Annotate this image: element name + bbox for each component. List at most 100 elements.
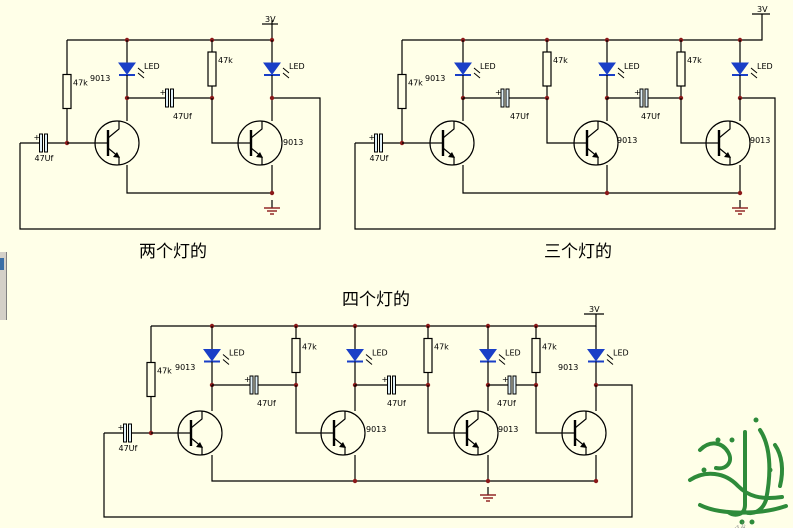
supply-rail xyxy=(67,20,273,41)
led-label: LED xyxy=(229,349,245,358)
watermark-stroke xyxy=(773,443,785,488)
capacitor-plus-sign: + xyxy=(244,375,251,384)
capacitor-plus-sign: + xyxy=(382,375,389,384)
led-label: LED xyxy=(289,62,305,71)
transistor-part-label: 9013 xyxy=(425,74,445,83)
resistor-value-label: 47k xyxy=(408,79,423,88)
capacitor-value-label: 47Uf xyxy=(35,154,54,163)
transistor-emitter-arrow xyxy=(256,152,263,158)
two-lamp-caption: 两个灯的 xyxy=(139,242,207,262)
base-wire xyxy=(427,385,454,434)
watermark-stroke xyxy=(726,430,747,517)
led-triangle xyxy=(479,349,497,362)
junction-dot xyxy=(352,478,358,484)
transistor-part-label: 9013 xyxy=(175,363,195,372)
transistor-collector xyxy=(586,121,599,139)
led-arrow xyxy=(617,72,625,79)
capacitor-plate xyxy=(505,88,510,108)
capacitor-value-label: 47Uf xyxy=(497,399,516,408)
capacitor-value-label: 47Uf xyxy=(387,399,406,408)
capacitor-plus-sign: + xyxy=(34,133,41,142)
capacitor-plate xyxy=(392,375,396,395)
transistor-part-label: 9013 xyxy=(283,138,303,147)
led-arrow xyxy=(617,67,625,74)
resistor xyxy=(423,337,433,374)
junction-dot xyxy=(604,190,610,196)
transistor-collector xyxy=(574,411,587,429)
resistor-value-label: 47k xyxy=(302,343,317,352)
led-triangle xyxy=(454,62,472,75)
led-label: LED xyxy=(624,62,640,71)
led-arrow xyxy=(750,67,758,74)
led-triangle xyxy=(598,62,616,75)
resistor-value-label: 47k xyxy=(553,56,568,65)
transistor-emitter-arrow xyxy=(724,152,731,158)
capacitor-plate xyxy=(500,88,505,108)
transistor-part-label: 9013 xyxy=(617,136,637,145)
led-arrow xyxy=(498,354,506,360)
resistor-value-label: 47k xyxy=(157,367,172,376)
capacitor-value-label: 47Uf xyxy=(370,154,389,163)
base-wire xyxy=(295,385,321,434)
watermark-dot xyxy=(749,519,755,525)
resistor xyxy=(207,51,217,87)
led-label: LED xyxy=(144,62,160,71)
led-triangle xyxy=(731,62,749,75)
junction-dot xyxy=(269,190,275,196)
watermark-stroke xyxy=(698,441,733,471)
led-arrow xyxy=(137,67,145,74)
watermark-dot xyxy=(753,417,759,423)
resistor xyxy=(542,51,552,87)
watermark-dot xyxy=(739,519,745,525)
transistor-collector xyxy=(442,121,455,139)
led-label: LED xyxy=(613,349,629,358)
transistor-collector xyxy=(466,411,479,429)
supply-rail xyxy=(151,314,597,327)
emitter-wire xyxy=(211,455,597,482)
transistor-part-label: 9013 xyxy=(558,363,578,372)
watermark-dot xyxy=(701,467,707,473)
supply-rail xyxy=(402,14,763,41)
capacitor-value-label: 47Uf xyxy=(173,112,192,121)
capacitor-plus-sign: + xyxy=(118,423,125,432)
left-window-edge xyxy=(0,252,7,320)
led-label: LED xyxy=(757,62,773,71)
transistor-collector xyxy=(333,411,346,429)
watermark-stroke xyxy=(743,428,772,516)
led-label: LED xyxy=(372,349,388,358)
junction-dot xyxy=(485,478,491,484)
led-arrow xyxy=(282,67,290,74)
capacitor-plate xyxy=(379,133,383,153)
led-triangle xyxy=(118,62,136,75)
watermark-stroke xyxy=(688,471,784,500)
transistor-emitter-arrow xyxy=(592,152,599,158)
junction-dot xyxy=(269,95,275,101)
base-wire xyxy=(535,385,562,434)
led-arrow xyxy=(222,354,230,360)
led-triangle xyxy=(587,349,605,362)
transistor-part-label: 9013 xyxy=(90,74,110,83)
capacitor-plus-sign: + xyxy=(369,133,376,142)
watermark-dot xyxy=(767,467,773,473)
transistor-emitter-arrow xyxy=(448,152,455,158)
led-arrow xyxy=(473,72,481,79)
transistor-collector xyxy=(190,411,203,429)
capacitor-plate xyxy=(128,423,132,443)
capacitor-plate xyxy=(512,375,517,395)
led-arrow xyxy=(365,359,373,365)
watermark-logo: ثأري xyxy=(688,417,788,528)
capacitor-plus-sign: + xyxy=(502,375,509,384)
capacitor-plus-sign: + xyxy=(634,88,641,97)
transistor-part-label: 9013 xyxy=(366,425,386,434)
feedback-wire xyxy=(19,97,321,230)
resistor xyxy=(146,361,156,398)
transistor-emitter-arrow xyxy=(580,442,587,448)
emitter-wire xyxy=(462,165,741,194)
capacitor-plus-sign: + xyxy=(160,88,167,97)
led-label: LED xyxy=(480,62,496,71)
capacitor-plate xyxy=(254,375,259,395)
capacitor-value-label: 47Uf xyxy=(510,112,529,121)
junction-dot xyxy=(737,190,743,196)
capacitor-plate xyxy=(123,423,127,443)
